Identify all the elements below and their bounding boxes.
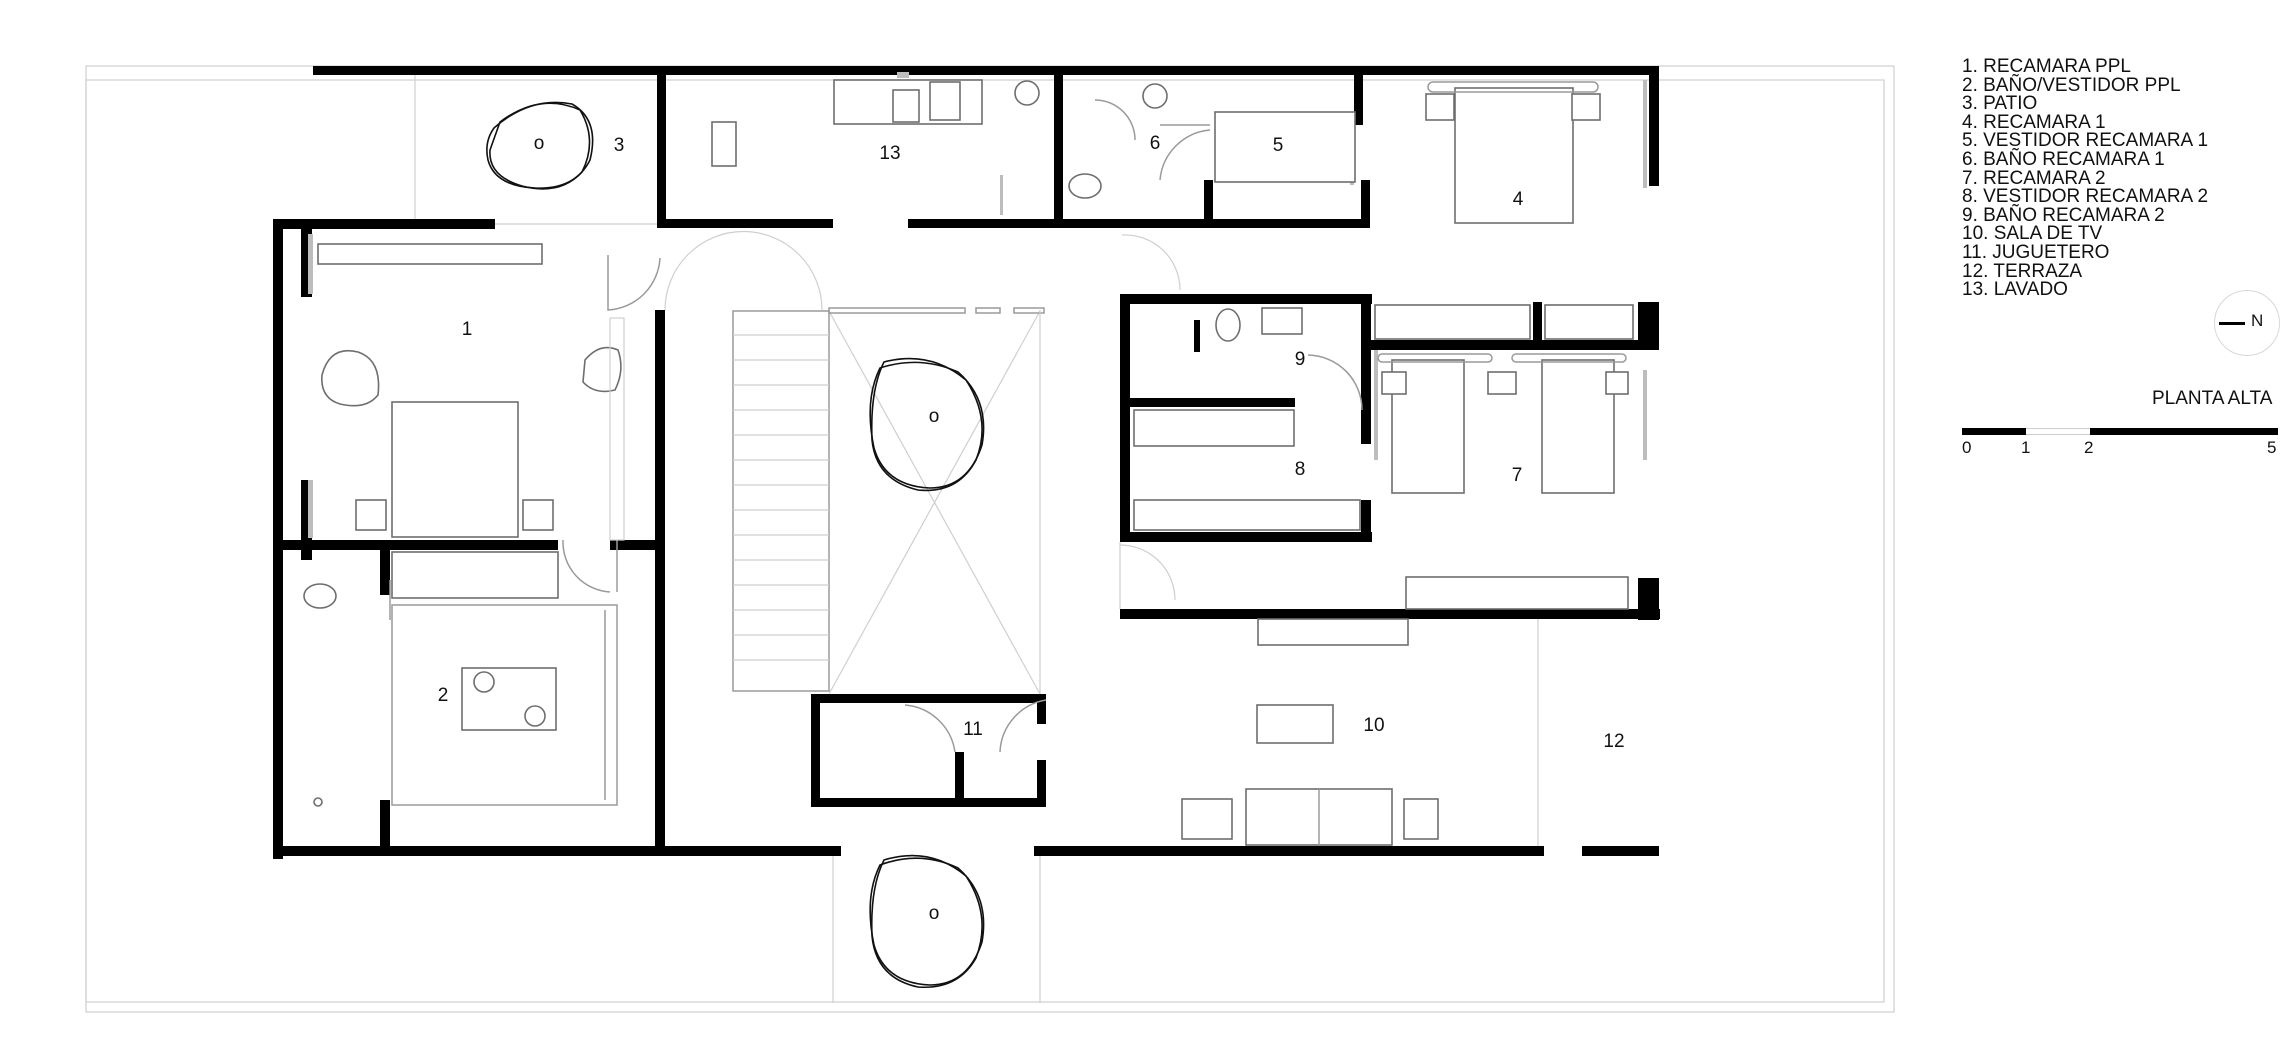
lavado-window [897,72,909,78]
legend-item: 2. BAÑO/VESTIDOR PPL [1962,74,2181,96]
bedroom-2-furniture [1377,353,1629,610]
legend-item: 6. BAÑO RECAMARA 1 [1962,148,2165,170]
room-label-10: 10 [1363,715,1384,736]
plan-title: PLANTA ALTA [2152,388,2273,409]
doors [389,99,1363,753]
scale-bar: 0 1 2 5 [1962,428,2278,468]
bath-2-furniture [1133,304,1634,531]
room-label-6: 6 [1150,133,1161,154]
legend-item: 1. RECAMARA PPL [1962,56,2131,77]
legend-item: 9. BAÑO RECAMARA 2 [1962,204,2165,226]
room-label-11: 11 [963,719,983,740]
legend-item: 5. VESTIDOR RECAMARA 1 [1962,130,2209,152]
legend-item: 8. VESTIDOR RECAMARA 2 [1962,186,2209,208]
interior-walls [283,75,1660,850]
room-label-13: 13 [879,143,900,164]
room-label-7: 7 [1512,465,1523,486]
laundry-furniture [711,79,1040,167]
tree-patio: o [486,101,594,190]
site-boundary-inner [85,79,1885,1003]
circulation-lines [414,75,1539,1003]
scale-segment [1962,428,2026,435]
legend-item: 7. RECAMARA 2 [1962,167,2106,189]
scale-tick: 1 [2021,438,2031,457]
room-label-5: 5 [1273,135,1284,156]
north-needle [2219,322,2245,325]
tree-front: o [869,854,985,989]
tree-label: o [534,133,545,154]
site-boundary [85,65,1895,1013]
tree-label: o [929,406,940,427]
tree-void: o [869,357,985,492]
room-label-4: 4 [1513,189,1524,210]
room-labels: 1 2 3 4 5 6 7 8 9 10 11 12 13 [438,133,1625,752]
scale-segment [2026,428,2090,435]
north-label: N [2251,311,2264,330]
legend-item: 11. JUGUETERO [1962,241,2110,263]
exterior-walls [273,66,1659,859]
scale-tick: 0 [1962,438,1972,457]
tv-room-furniture [1181,618,1439,846]
room-label-1: 1 [462,319,473,340]
master-bedroom-furniture [317,243,625,541]
legend-item: 4. RECAMARA 1 [1962,111,2106,133]
legend-item: 12. TERRAZA [1962,260,2083,282]
room-label-2: 2 [438,685,449,706]
legend-item: 3. PATIO [1962,93,2038,115]
scale-segment [2090,428,2278,435]
legend-item: 10. SALA DE TV [1962,223,2103,245]
bedroom-1-furniture [1425,81,1601,224]
floor-plan: o o o 1 2 3 4 5 6 7 8 9 10 11 12 13 [85,65,1895,1013]
scale-tick: 5 [2267,438,2277,457]
room-label-3: 3 [614,135,625,156]
room-label-12: 12 [1603,731,1624,752]
bath-1-furniture [1068,83,1356,199]
master-bath-furniture [303,551,618,807]
legend-item: 13. LAVADO [1962,279,2068,301]
room-legend: 1. RECAMARA PPL 2. BAÑO/VESTIDOR PPL 3. … [1962,56,2209,301]
scale-tick: 2 [2084,438,2094,457]
room-label-8: 8 [1295,459,1306,480]
room-label-9: 9 [1295,349,1306,370]
tree-label: o [929,903,940,924]
north-arrow-icon: N [2214,290,2280,356]
